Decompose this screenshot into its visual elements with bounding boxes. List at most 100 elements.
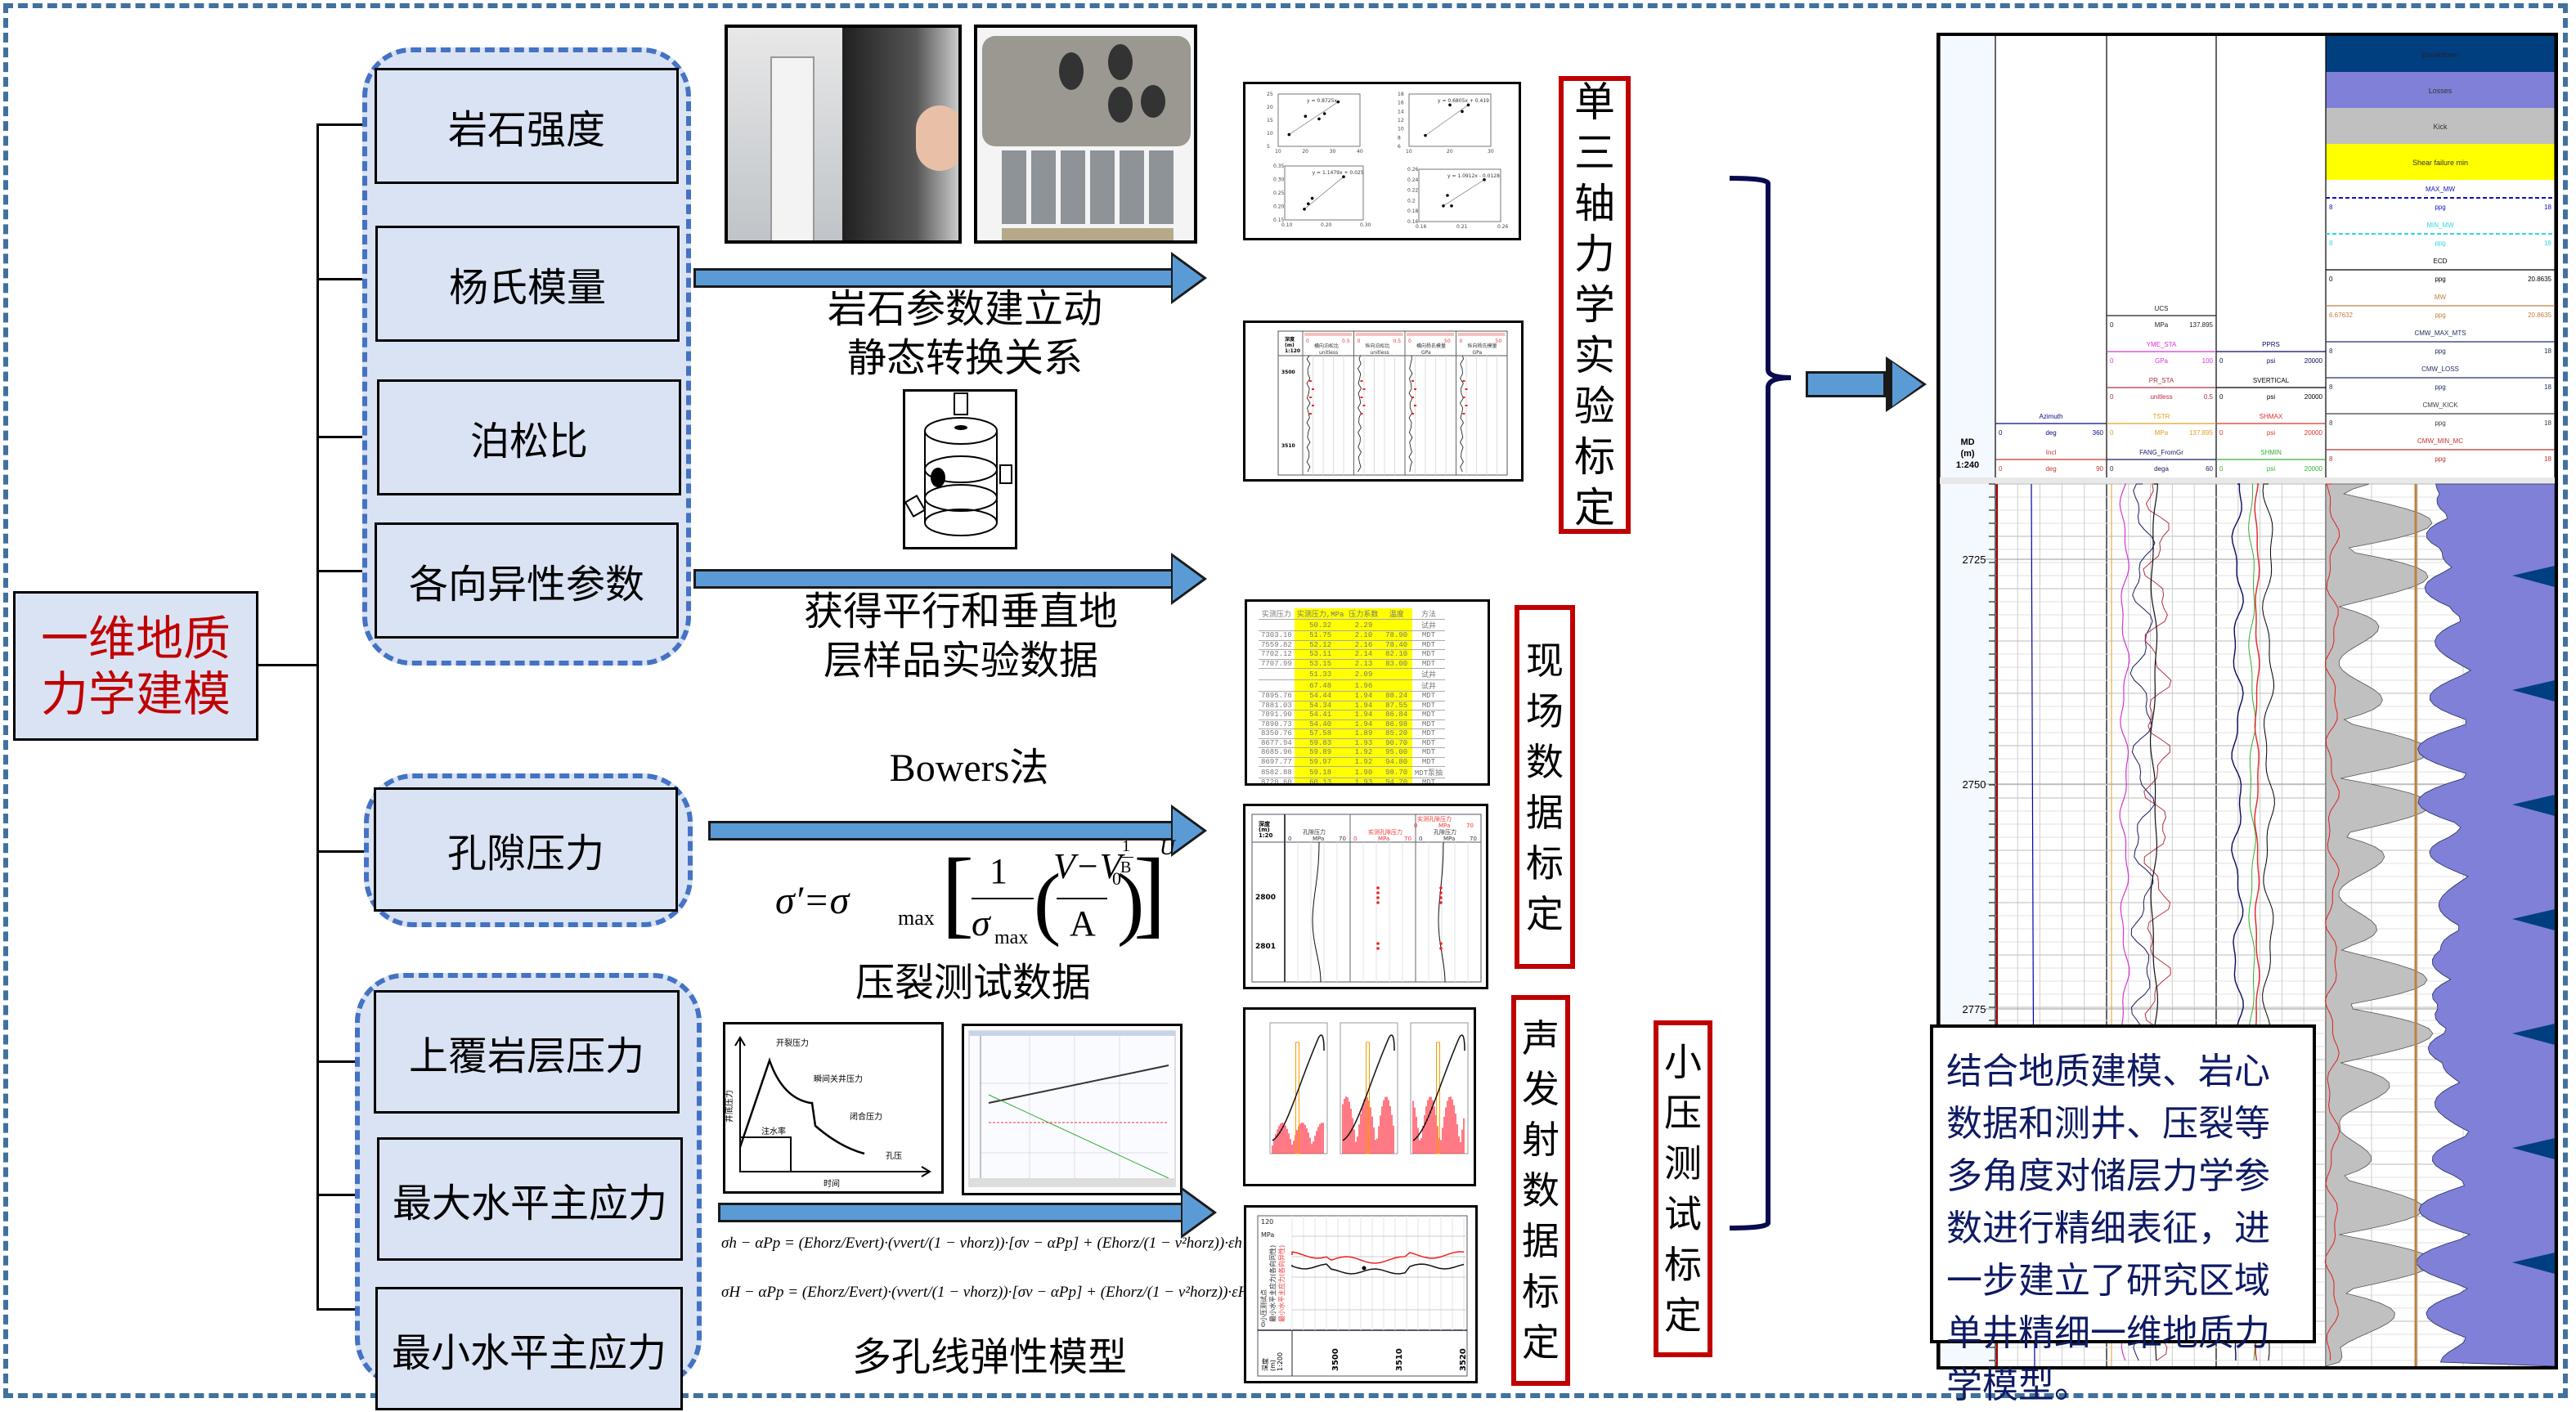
mf-log-depth-tick: 3520	[1459, 1348, 1468, 1371]
core-log-track-name: 横向泊松比	[1314, 343, 1339, 349]
frac-pressure-schematic: 开裂压力 瞬间关井压力 闭合压力 注水率 孔压 时间 井底压力	[723, 1022, 944, 1194]
mf-log-shmin-aniso	[1291, 1251, 1465, 1264]
well-log-curve-min: 0	[2110, 429, 2114, 437]
ae-stress-curve	[1412, 1034, 1465, 1141]
well-log-curve-max: 18	[2544, 240, 2551, 247]
well-log-curve-min: 0	[2219, 357, 2224, 365]
well-log-curve-name: TSTR	[2153, 413, 2170, 420]
pressure-table-cell: 59.83	[1294, 738, 1347, 748]
scatter-y-tick: 0.15	[1273, 217, 1285, 223]
core-log-sample-point	[1462, 397, 1465, 398]
param-shmin[interactable]: 最小水平主应力	[375, 1287, 683, 1410]
caption-bowers: Bowers法	[889, 746, 1049, 790]
pressure-table-cell: 1.93	[1346, 778, 1381, 783]
param-shmax[interactable]: 最大水平主应力	[377, 1137, 683, 1261]
scatter-trendline	[1425, 105, 1469, 136]
pore-log-max: 70	[1470, 836, 1477, 842]
pressure-table-cell: MDT	[1411, 738, 1446, 748]
scatter-point	[1303, 208, 1306, 211]
well-log-kick-fill	[2325, 483, 2435, 1366]
core-log-frame	[1277, 330, 1508, 476]
acoustic-emission-plots	[1243, 1007, 1476, 1186]
label-minifrac-calibration[interactable]: 小压测试标定	[1654, 1020, 1712, 1357]
mf-log-track-name: 最小水平主应力(各向异性)	[1277, 1245, 1286, 1322]
param-pore-pressure[interactable]: 孔隙压力	[374, 787, 678, 912]
pore-log-measured-point	[1376, 901, 1380, 904]
connector-root	[258, 664, 317, 666]
well-log-depth-tick: 2725	[1963, 554, 1986, 566]
param-youngs-modulus[interactable]: 杨氏模量	[375, 226, 680, 342]
label-field-calibration[interactable]: 现场数据标定	[1515, 605, 1575, 969]
scatter-y-tick: 5	[1267, 144, 1270, 150]
param-anisotropy[interactable]: 各向异性参数	[375, 522, 679, 639]
acoustic-emission-svg	[1269, 1022, 1469, 1154]
g-function-plot	[962, 1024, 1183, 1195]
label-char: 定	[1526, 891, 1564, 936]
scatter-y-tick: 20	[1267, 105, 1273, 110]
photo-core-samples	[974, 25, 1197, 244]
pressure-table-cell	[1259, 619, 1295, 631]
mf-log-frame	[1257, 1215, 1468, 1377]
well-log-curve-name: ECD	[2434, 258, 2448, 265]
label-char: 学	[1574, 281, 1615, 329]
mf-log-depth-tick: 3510	[1395, 1348, 1404, 1371]
label-triaxial-calibration[interactable]: 单三轴力学实验标定	[1559, 76, 1631, 534]
caption-dynamic-static: 岩石参数建立动静态转换关系	[827, 286, 1102, 381]
label-char: 标	[1522, 1270, 1560, 1314]
well-log-curve-name: MIN_MW	[2426, 222, 2454, 229]
param-rock-strength[interactable]: 岩石强度	[375, 68, 679, 184]
scatter-point	[1424, 133, 1427, 137]
well-log-curve-max: 137.895	[2189, 321, 2213, 329]
label-char: 压	[1664, 1091, 1702, 1135]
pore-log-track-name: 孔隙压力	[1303, 828, 1326, 836]
label-acoustic-calibration[interactable]: 声发射数据标定	[1511, 995, 1570, 1386]
pore-log-min: 0	[1288, 836, 1291, 842]
pressure-table-cell: 1.92	[1346, 747, 1381, 758]
pore-log-min: 0	[1353, 836, 1357, 842]
core-log-track-unit: GPa	[1421, 350, 1431, 356]
mf-log-depth-header: 深度	[1261, 1358, 1269, 1371]
label-char: 试	[1664, 1192, 1702, 1236]
label-char: 声	[1522, 1016, 1560, 1060]
label-char: 数	[1522, 1168, 1560, 1213]
label-char: 测	[1664, 1141, 1702, 1186]
pore-log-unit: MPa	[1443, 836, 1455, 842]
caption-frac-test: 压裂测试数据	[855, 960, 1091, 1006]
label-char: 据	[1522, 1219, 1560, 1263]
pressure-table-cell: 1.89	[1346, 728, 1381, 739]
scatter-y-tick: 8	[1398, 135, 1401, 141]
pore-log-curve	[1312, 841, 1322, 983]
pressure-table-cell: MDT	[1411, 747, 1446, 758]
well-log-depth-tick: 2775	[1963, 1003, 1986, 1015]
root-label-line1: 一维地质	[40, 610, 231, 666]
scatter-x-tick: 0.16	[1416, 224, 1427, 230]
well-log-curve-unit: MPa	[2155, 429, 2169, 437]
scatter-x-tick: 10	[1275, 149, 1281, 155]
root-node-1d-geomechanics[interactable]: 一维地质 力学建模	[13, 591, 258, 741]
param-overburden[interactable]: 上覆岩层压力	[374, 990, 680, 1114]
scatter-equation: y = 1.1479x + 0.025	[1313, 170, 1364, 176]
well-log-curve-unit: ppg	[2435, 419, 2445, 427]
scatter-point	[1448, 103, 1452, 107]
pressure-table-cell: 54.34	[1294, 701, 1347, 710]
mf-log-test-point	[1362, 1266, 1367, 1271]
core-log-track-legend	[1355, 333, 1403, 336]
well-log-curve-name: MAX_MW	[2426, 186, 2455, 193]
scatter-y-tick: 15	[1267, 118, 1273, 123]
well-log-curve-max: 90	[2096, 465, 2103, 473]
pressure-table-cell: 59.89	[1294, 747, 1347, 758]
arrow-to-field-table	[693, 553, 1207, 605]
frac-label-x: 时间	[824, 1178, 840, 1189]
param-poisson-ratio[interactable]: 泊松比	[377, 379, 681, 495]
pressure-table-cell: 90.70	[1380, 738, 1412, 748]
pore-log-max: 70	[1339, 836, 1346, 842]
pressure-table-cell: MDT	[1411, 659, 1446, 669]
pressure-table-cell: 88.24	[1380, 691, 1412, 702]
scatter-trendline	[1304, 176, 1344, 210]
label-char: 定	[1664, 1293, 1702, 1338]
